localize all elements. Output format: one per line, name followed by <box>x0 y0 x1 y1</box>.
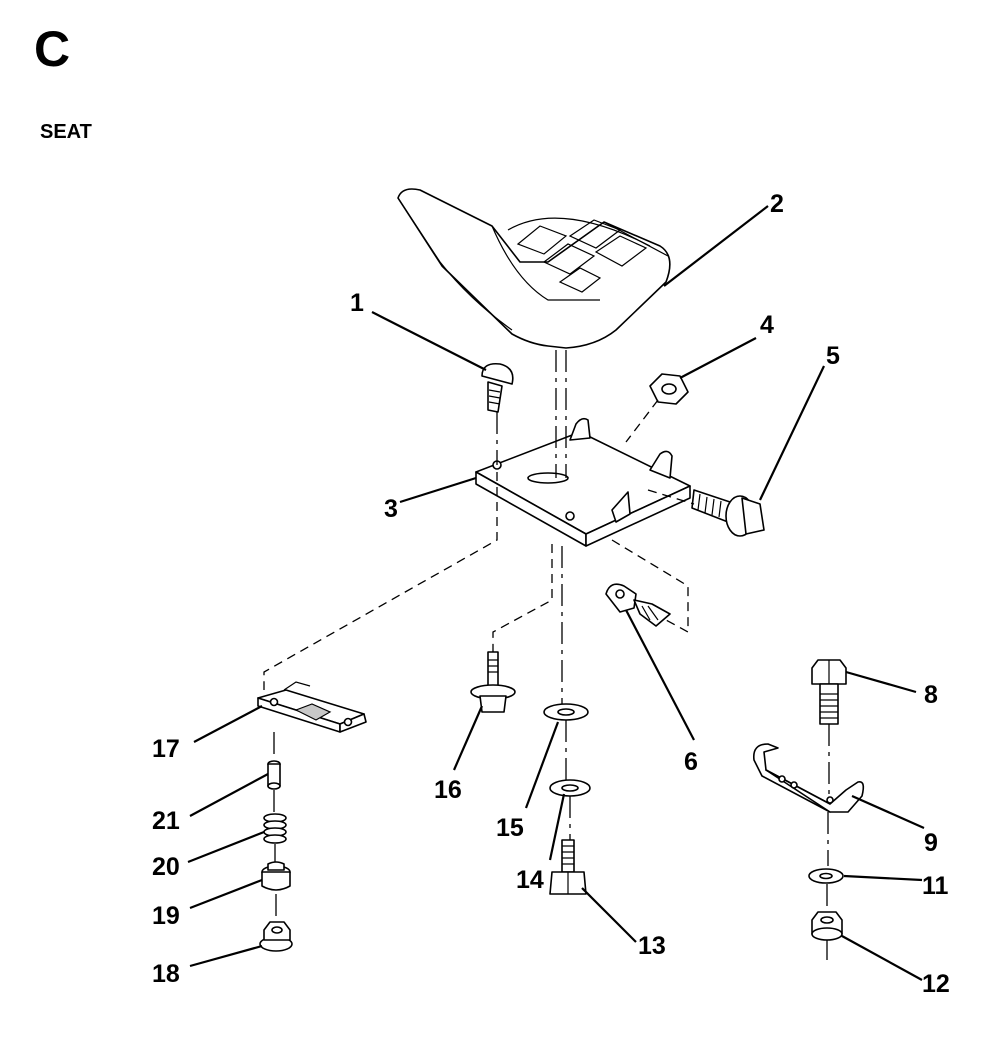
callout-4: 4 <box>760 311 774 339</box>
seat-bracket-part <box>475 417 691 547</box>
washer-14-part <box>549 779 591 797</box>
callout-8: 8 <box>924 681 938 709</box>
nut-part <box>649 373 689 405</box>
seat-bolt-part <box>481 362 514 413</box>
callout-3: 3 <box>384 495 398 523</box>
callout-20: 20 <box>152 853 180 881</box>
spring-part <box>263 813 287 844</box>
callout-16: 16 <box>434 776 462 804</box>
washer-11-part <box>808 868 844 884</box>
hex-screw-part <box>549 839 587 895</box>
callout-18: 18 <box>152 960 180 988</box>
callout-labels: 1 2 3 4 5 6 8 9 11 12 13 14 15 16 17 21 … <box>152 190 950 998</box>
shoulder-bolt-part <box>470 651 516 713</box>
slide-plate-part <box>257 681 367 733</box>
flange-nut-part <box>259 921 293 952</box>
hex-bolt-part <box>811 659 847 725</box>
assembly-lines <box>263 350 830 960</box>
callout-1: 1 <box>350 289 364 317</box>
flange-screw-part <box>691 489 765 537</box>
callout-21: 21 <box>152 807 180 835</box>
leader-lines <box>187 205 925 981</box>
section-title: SEAT <box>40 121 92 143</box>
bushing-part <box>261 861 291 891</box>
adjusting-clip-part <box>605 583 671 627</box>
section-letter: C <box>34 21 71 77</box>
seat-part <box>397 188 671 349</box>
callout-19: 19 <box>152 902 180 930</box>
callout-17: 17 <box>152 735 180 763</box>
callout-2: 2 <box>770 190 784 218</box>
callout-15: 15 <box>496 814 524 842</box>
hinge-bracket-part <box>752 743 865 813</box>
callout-11: 11 <box>922 872 949 900</box>
callout-9: 9 <box>924 829 938 857</box>
callout-13: 13 <box>638 932 666 960</box>
callout-5: 5 <box>826 342 840 370</box>
washer-15-part <box>543 703 589 721</box>
callout-6: 6 <box>684 748 698 776</box>
pin-part <box>267 760 281 790</box>
callout-14: 14 <box>516 866 544 894</box>
lock-nut-part <box>811 911 843 941</box>
callout-12: 12 <box>922 970 950 998</box>
